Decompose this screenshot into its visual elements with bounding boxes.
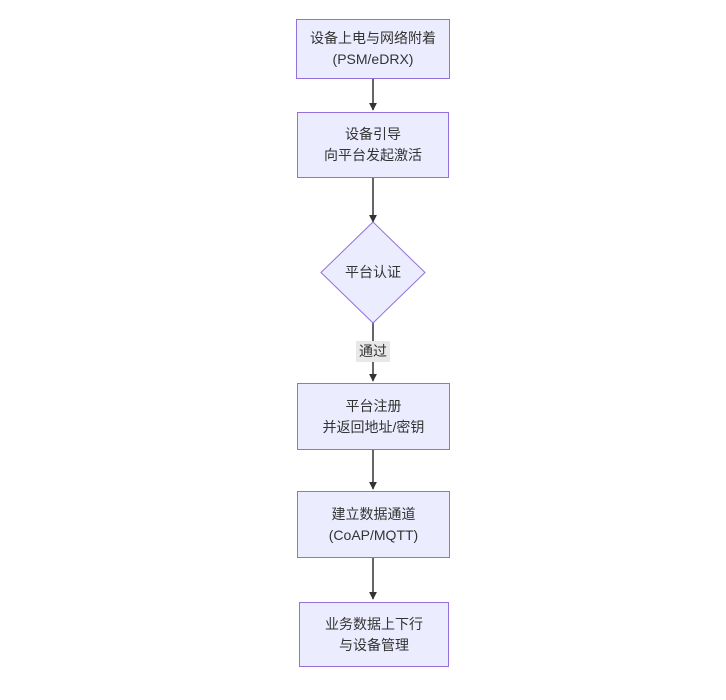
node-label-line: 建立数据通道 [331, 505, 416, 522]
flow-node-platform-register: 平台注册 并返回地址/密钥 [297, 383, 450, 450]
flow-node-business-data: 业务数据上下行 与设备管理 [299, 602, 449, 667]
node-label-line: 与设备管理 [339, 636, 409, 653]
node-label-line: (PSM/eDRX) [332, 51, 414, 67]
flow-node-platform-auth-shape [320, 221, 426, 324]
node-label-line: 并返回地址/密钥 [322, 418, 425, 435]
flow-node-data-channel: 建立数据通道 (CoAP/MQTT) [297, 491, 450, 558]
flow-node-platform-auth-label: 平台认证 [345, 264, 401, 280]
flow-node-bootstrap: 设备引导 向平台发起激活 [297, 112, 449, 178]
node-label-line: 设备上电与网络附着 [310, 30, 436, 46]
node-label-line: 平台注册 [345, 397, 402, 414]
flow-node-power-attach: 设备上电与网络附着 (PSM/eDRX) [296, 19, 450, 79]
node-label-line: (CoAP/MQTT) [328, 526, 419, 543]
node-label-line: 向平台发起激活 [324, 147, 422, 163]
node-label-line: 业务数据上下行 [325, 615, 423, 632]
node-label-line: 设备引导 [345, 126, 401, 142]
edge-label-pass: 通过 [356, 341, 390, 362]
